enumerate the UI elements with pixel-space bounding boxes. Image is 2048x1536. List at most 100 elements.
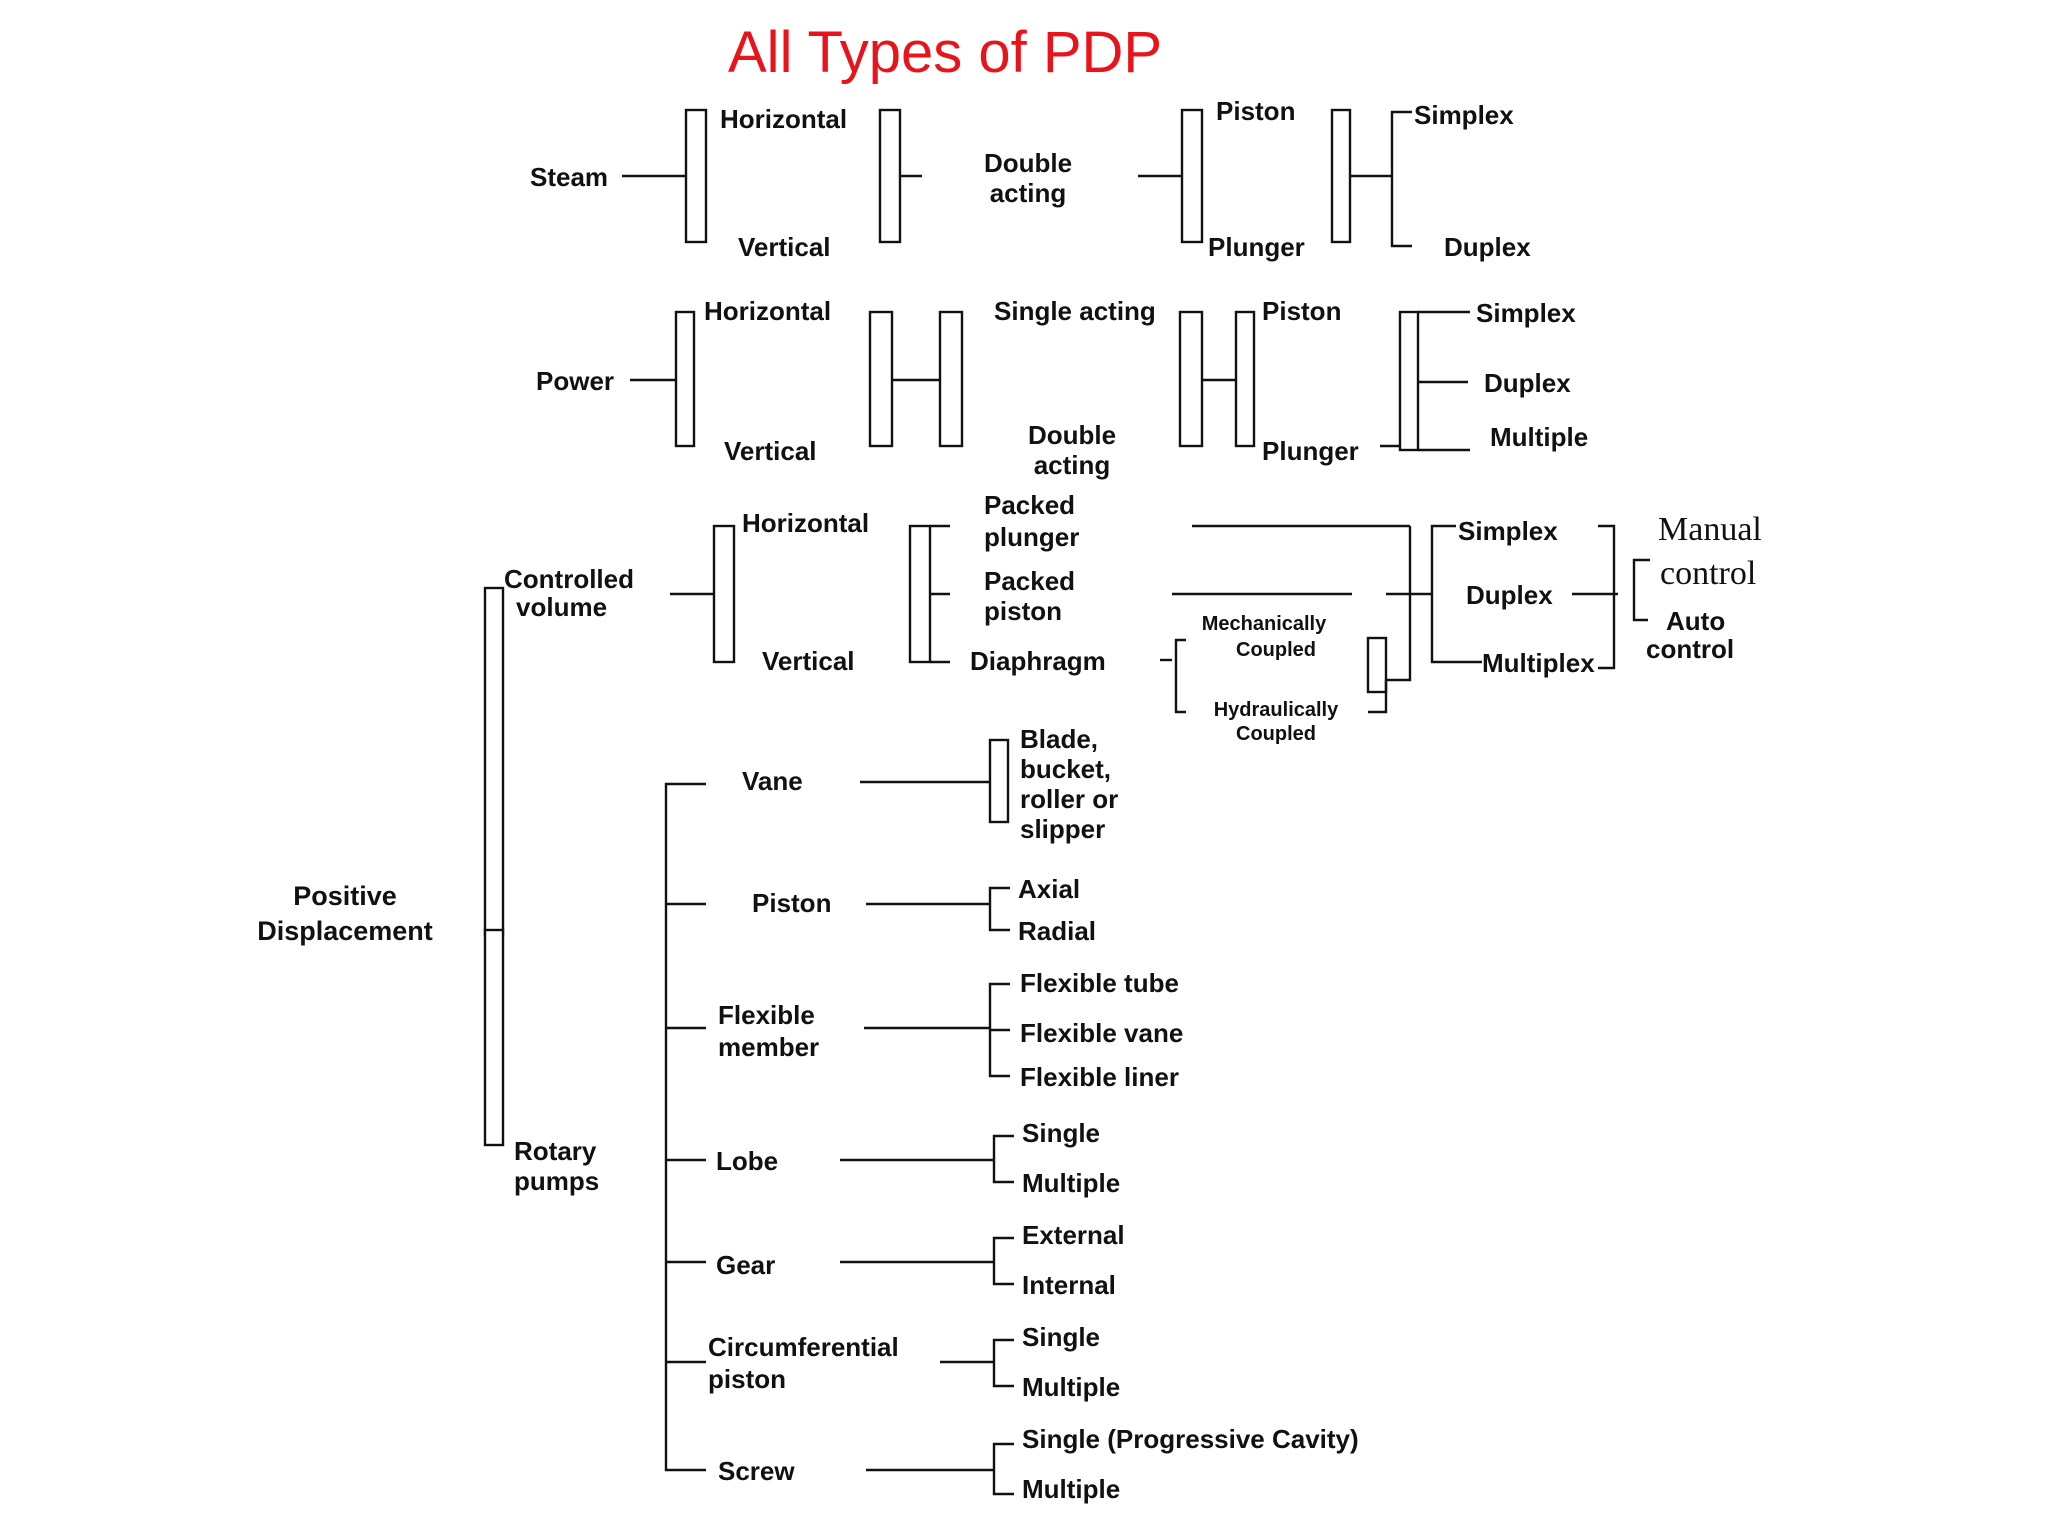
steam-cylinder-brace: [1390, 110, 1412, 248]
power-horizontal-label: Horizontal: [704, 296, 831, 326]
root-upper-bracket: [483, 586, 505, 937]
circumferential-line-1: Circumferential: [708, 1332, 899, 1362]
cv-vertical-label: Vertical: [762, 646, 855, 676]
power-element-bracket: [1178, 310, 1204, 448]
power-multiple-label: Multiple: [1490, 422, 1588, 452]
circumferential-line-2: piston: [708, 1364, 786, 1394]
steam-orientation-bracket: [684, 108, 708, 244]
rotary-label-line-1: Rotary: [514, 1136, 597, 1166]
steam-plunger-label: Plunger: [1208, 232, 1305, 262]
circumferential-multiple-label: Multiple: [1022, 1372, 1120, 1402]
power-simplex-label: Simplex: [1476, 298, 1576, 328]
cv-orientation-bracket: [712, 524, 736, 664]
power-cylinder-bracket: [1398, 310, 1420, 452]
screw-subtype-brace: [992, 1442, 1014, 1496]
flexible-member-line-1: Flexible: [718, 1000, 815, 1030]
cv-mechanically-line-2: Coupled: [1236, 639, 1316, 661]
circumferential-subtype-brace: [992, 1338, 1014, 1388]
circumferential-single-label: Single: [1022, 1322, 1100, 1352]
power-element-bracket-2: [1234, 310, 1256, 448]
power-orientation-bracket-2: [868, 310, 894, 448]
vane-subtype-line-1: Blade,: [1020, 724, 1098, 754]
screw-multiple-label: Multiple: [1022, 1474, 1120, 1504]
vane-subtype-bracket: [988, 738, 1010, 824]
cv-merge-line: [1386, 526, 1412, 682]
power-vertical-label: Vertical: [724, 436, 817, 466]
cv-hydraulically-line-2: Coupled: [1236, 723, 1316, 745]
cv-auto-control-line-2: control: [1646, 634, 1734, 664]
lobe-multiple-label: Multiple: [1022, 1168, 1120, 1198]
rotary-piston-label: Piston: [752, 888, 831, 918]
steam-piston-label: Piston: [1216, 96, 1295, 126]
steam-double-acting-line-1: Double: [984, 148, 1072, 178]
steam-horizontal-label: Horizontal: [720, 104, 847, 134]
power-double-acting-line-1: Double: [1028, 420, 1116, 450]
flexible-liner-label: Flexible liner: [1020, 1062, 1179, 1092]
power-label: Power: [536, 366, 614, 396]
cv-coupling-brace: [1174, 638, 1186, 714]
cv-hydraulic-join: [1368, 680, 1388, 714]
piston-axial-label: Axial: [1018, 874, 1080, 904]
cv-packed-plunger-line-1: Packed: [984, 490, 1075, 520]
root-label-line-1: Positive: [293, 881, 397, 911]
rotary-screw-label: Screw: [718, 1456, 795, 1486]
root-label-line-2: Displacement: [257, 916, 433, 946]
gear-internal-label: Internal: [1022, 1270, 1116, 1300]
power-piston-label: Piston: [1262, 296, 1341, 326]
controlled-volume-label-line-1: Controlled: [504, 564, 634, 594]
cv-manual-control-line-2: control: [1660, 555, 1756, 592]
steam-row: Steam Horizontal Vertical Double acting …: [530, 96, 1531, 262]
cv-multiplex-brace: [1598, 524, 1616, 670]
piston-subtype-brace: [988, 886, 1010, 932]
steam-element-bracket: [1180, 108, 1204, 244]
steam-double-acting-line-2: acting: [990, 178, 1067, 208]
vane-subtype-line-4: slipper: [1020, 814, 1105, 844]
cv-type-bracket: [908, 524, 932, 664]
power-plunger-label: Plunger: [1262, 436, 1359, 466]
root-node: Positive Displacement: [257, 586, 505, 1147]
piston-radial-label: Radial: [1018, 916, 1096, 946]
cv-control-brace: [1632, 558, 1650, 622]
steam-orientation-bracket-2: [878, 108, 902, 244]
power-orientation-bracket: [674, 310, 696, 448]
power-action-bracket: [938, 310, 964, 448]
power-row: Power Horizontal Vertical Single acting …: [536, 296, 1588, 480]
rotary-gear-label: Gear: [716, 1250, 775, 1280]
controlled-volume-row: Controlled volume Horizontal Vertical Pa…: [504, 490, 1762, 745]
rotary-vane-label: Vane: [742, 766, 803, 796]
power-duplex-label: Duplex: [1484, 368, 1571, 398]
screw-single-label: Single (Progressive Cavity): [1022, 1424, 1359, 1454]
gear-external-label: External: [1022, 1220, 1125, 1250]
cv-cylinder-brace: [1430, 524, 1482, 664]
steam-vertical-label: Vertical: [738, 232, 831, 262]
flexible-tube-label: Flexible tube: [1020, 968, 1179, 998]
vane-subtype-line-3: roller or: [1020, 784, 1118, 814]
cv-simplex-label: Simplex: [1458, 516, 1558, 546]
cv-hydraulically-line-1: Hydraulically: [1214, 699, 1339, 721]
rotary-pumps-group: Rotary pumps Vane Blade, bucket, roller …: [514, 724, 1359, 1504]
controlled-volume-label-line-2: volume: [516, 592, 607, 622]
vane-subtype-line-2: bucket,: [1020, 754, 1111, 784]
cv-packed-piston-line-2: piston: [984, 596, 1062, 626]
lobe-single-label: Single: [1022, 1118, 1100, 1148]
flexible-vane-label: Flexible vane: [1020, 1018, 1183, 1048]
lobe-subtype-brace: [992, 1134, 1014, 1184]
cv-manual-control-line-1: Manual: [1658, 511, 1762, 548]
rotary-lobe-label: Lobe: [716, 1146, 778, 1176]
steam-duplex-label: Duplex: [1444, 232, 1531, 262]
flexible-member-line-2: member: [718, 1032, 819, 1062]
cv-packed-plunger-line-2: plunger: [984, 522, 1079, 552]
cv-packed-piston-line-1: Packed: [984, 566, 1075, 596]
cv-diaphragm-label: Diaphragm: [970, 646, 1106, 676]
cv-mechanically-line-1: Mechanically: [1202, 613, 1327, 635]
rotary-trunk: [664, 782, 706, 1472]
cv-auto-control-line-1: Auto: [1666, 606, 1725, 636]
cv-horizontal-label: Horizontal: [742, 508, 869, 538]
rotary-label-line-2: pumps: [514, 1166, 599, 1196]
cv-multiplex-label: Multiplex: [1482, 648, 1595, 678]
power-double-acting-line-2: acting: [1034, 450, 1111, 480]
steam-simplex-label: Simplex: [1414, 100, 1514, 130]
gear-subtype-brace: [992, 1236, 1014, 1286]
cv-coupling-bracket: [1366, 636, 1388, 694]
